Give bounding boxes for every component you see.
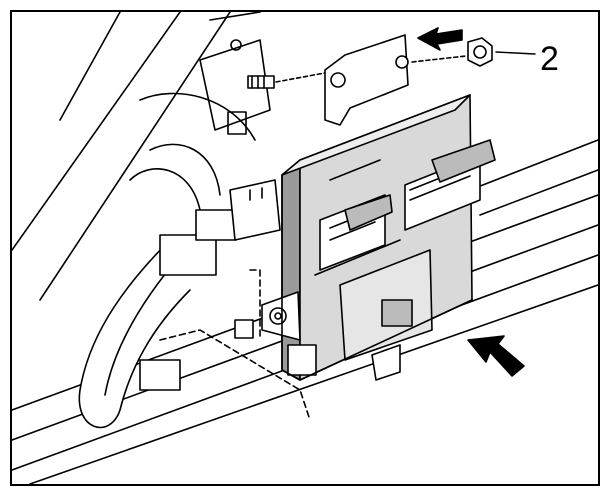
control-module [261, 34, 496, 381]
arrow-icon [417, 27, 525, 377]
callout-label-2: 2 [540, 40, 559, 78]
nut-icon [411, 37, 536, 67]
mounting-stud [247, 71, 331, 89]
wiring-harness [78, 179, 311, 429]
